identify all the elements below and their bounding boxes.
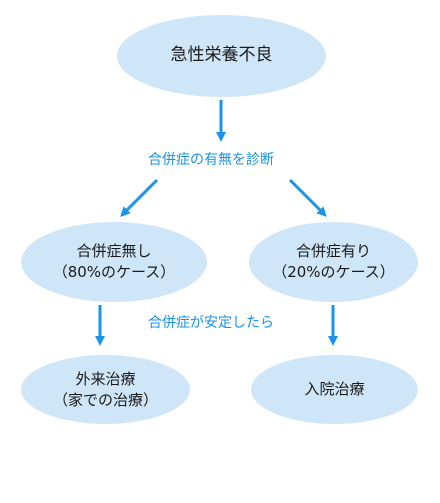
node-inpatient-title: 入院治療 [304, 380, 365, 398]
arrow-to-with-complication [288, 178, 327, 217]
node-acute-malnutrition: 急性栄養不良 [117, 15, 326, 97]
node-no-complication: 合併症無し （80%のケース） [21, 222, 207, 302]
node-outpatient-treatment: 外来治療 （家での治療） [21, 355, 190, 424]
arrow-to-no-complication [120, 178, 159, 217]
node-acute-malnutrition-label: 急性栄養不良 [170, 45, 273, 66]
node-with-complication-title: 合併症有り [295, 242, 371, 260]
node-inpatient-treatment: 入院治療 [251, 355, 418, 424]
node-with-complication-share: （20%のケース） [272, 263, 395, 281]
node-with-complication: 合併症有り （20%のケース） [249, 222, 418, 302]
node-no-complication-share: （80%のケース） [52, 263, 176, 281]
node-outpatient-detail: （家での治療） [52, 390, 158, 409]
node-outpatient-title: 外来治療 [75, 369, 136, 388]
label-complication-stable: 合併症が安定したら [148, 315, 274, 331]
label-diagnose-complication: 合併症の有無を診断 [148, 152, 274, 168]
node-no-complication-title: 合併症無し [76, 242, 152, 260]
